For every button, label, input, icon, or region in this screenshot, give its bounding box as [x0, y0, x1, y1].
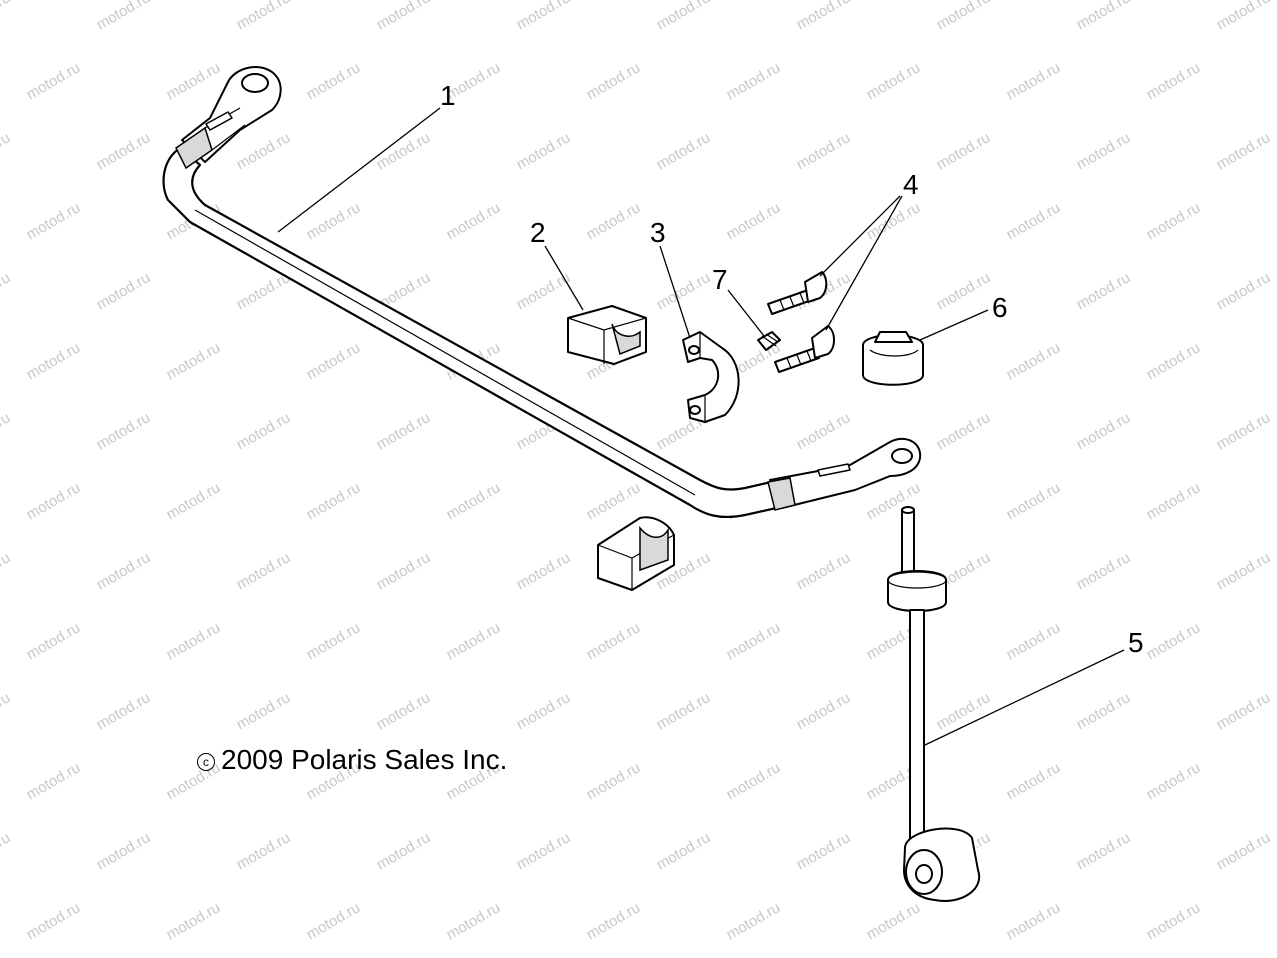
callout-3: 3: [650, 217, 666, 248]
bushing-round[interactable]: [862, 331, 924, 386]
copyright-icon: c: [197, 753, 215, 771]
bushing-upper[interactable]: [567, 305, 647, 365]
stabilizer-bar[interactable]: [162, 66, 922, 519]
end-link[interactable]: [887, 506, 981, 902]
leader-lines: [277, 107, 1125, 746]
callout-1: 1: [440, 80, 456, 111]
bolt-lower[interactable]: [774, 325, 835, 373]
copyright-notice: c 2009 Polaris Sales Inc.: [197, 744, 507, 776]
callout-5: 5: [1128, 627, 1144, 658]
copyright-text: 2009 Polaris Sales Inc.: [221, 744, 508, 775]
clamp-bracket[interactable]: [682, 331, 740, 423]
callout-2: 2: [530, 217, 546, 248]
callout-4: 4: [903, 169, 919, 200]
callout-7: 7: [712, 264, 728, 295]
bushing-lower[interactable]: [597, 516, 675, 591]
grease-fitting[interactable]: [757, 331, 781, 351]
bolt-upper[interactable]: [767, 271, 828, 315]
callout-6: 6: [992, 292, 1008, 323]
